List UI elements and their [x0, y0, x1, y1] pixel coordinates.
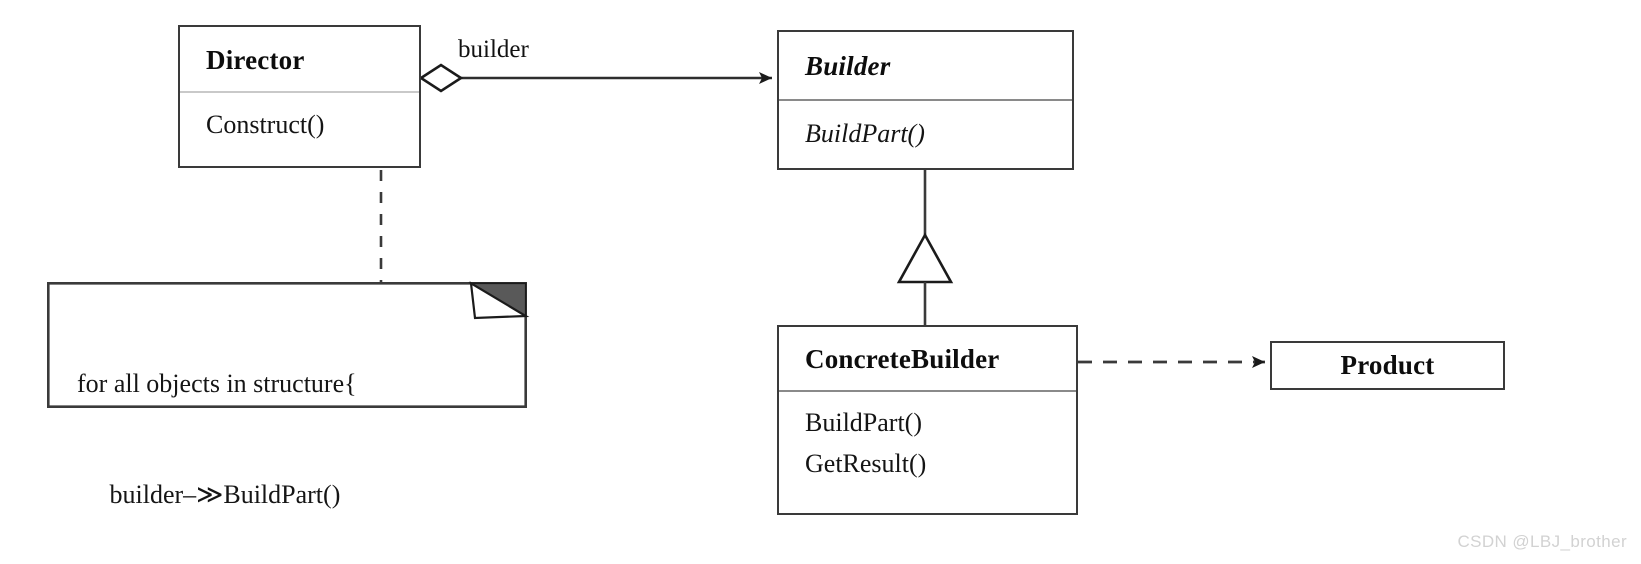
aggregation-role-label: builder [458, 36, 529, 63]
note-fold-icon [469, 281, 530, 320]
note-box[interactable]: for all objects in structure{ builder–≫B… [47, 281, 530, 509]
aggregation-edge-director-builder [418, 63, 772, 93]
class-name-builder: Builder [805, 51, 891, 81]
class-name-director: Director [206, 44, 305, 75]
class-divider-director [180, 91, 419, 93]
generalization-edge-concretebuilder-builder [896, 170, 954, 326]
aggregation-diamond-icon [418, 63, 464, 93]
note-shape [47, 281, 530, 408]
note-line-2: builder–≫BuildPart() [77, 479, 341, 509]
member-buildpart: BuildPart() [805, 408, 922, 437]
class-box-concretebuilder[interactable]: ConcreteBuilder BuildPart() GetResult() [777, 325, 1078, 515]
class-box-product[interactable]: Product [1270, 341, 1505, 390]
class-name-concretebuilder: ConcreteBuilder [805, 344, 1000, 374]
class-divider-concretebuilder [779, 390, 1076, 392]
class-box-director[interactable]: Director Construct() [178, 25, 421, 168]
member-getresult: GetResult() [805, 448, 927, 478]
note-text: for all objects in structure{ builder–≫B… [77, 292, 357, 564]
class-divider-builder [779, 99, 1072, 101]
class-members-director: Construct() [180, 105, 419, 146]
class-members-builder: BuildPart() [779, 114, 1072, 155]
watermark-text: CSDN @LBJ_brother [1457, 532, 1627, 551]
member-construct: Construct() [206, 110, 325, 139]
member-buildpart-abstract: BuildPart() [805, 119, 925, 148]
class-members-concretebuilder: BuildPart() GetResult() [779, 403, 1076, 484]
note-body [47, 282, 527, 408]
note-line-1: for all objects in structure{ [77, 368, 357, 398]
generalization-triangle-icon [896, 232, 954, 284]
class-box-builder[interactable]: Builder BuildPart() [777, 30, 1074, 170]
class-name-product: Product [1340, 350, 1435, 380]
